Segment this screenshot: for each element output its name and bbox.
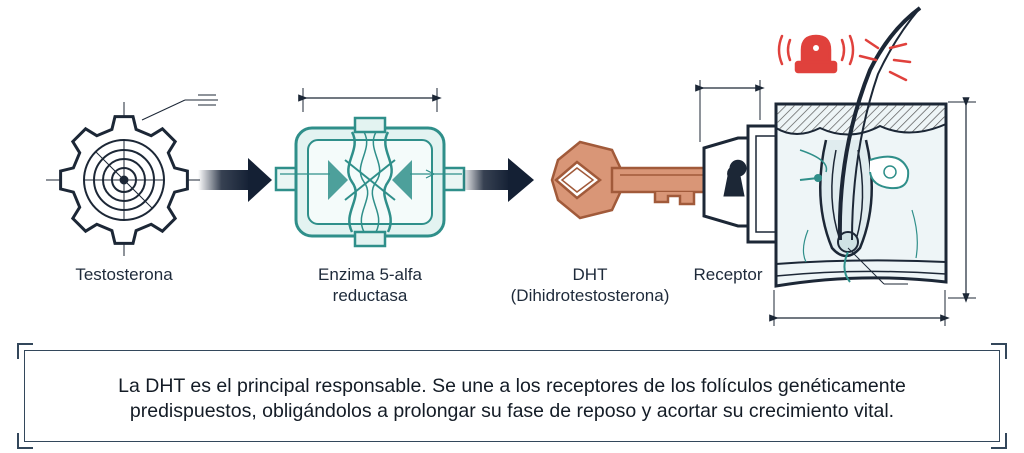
label-enzyme: Enzima 5-alfa reductasa bbox=[300, 264, 440, 306]
corner-ornament-tr bbox=[991, 343, 1007, 359]
label-dht-line2: (Dihidrotestosterona) bbox=[510, 286, 670, 305]
label-receptor: Receptor bbox=[693, 265, 763, 284]
flow-arrow-1 bbox=[198, 158, 272, 202]
caption-line-1: La DHT es el principal responsable. Se u… bbox=[118, 375, 906, 397]
alarm-icon bbox=[777, 34, 912, 82]
gear-icon bbox=[46, 94, 218, 256]
hair-follicle-icon bbox=[769, 6, 976, 326]
corner-ornament-tl bbox=[17, 343, 33, 359]
corner-ornament-bl bbox=[17, 433, 33, 449]
enzyme-icon bbox=[274, 88, 466, 248]
label-dht: DHT (Dihidrotestosterona) bbox=[492, 264, 688, 306]
key-icon bbox=[550, 140, 742, 220]
label-dht-line1: DHT bbox=[572, 265, 608, 284]
caption-line-2: predispuestos, obligándolos a prolongar … bbox=[129, 400, 895, 422]
label-testosterone: Testosterona bbox=[75, 265, 173, 284]
caption-text: La DHT es el principal responsable. Se u… bbox=[25, 374, 999, 424]
corner-ornament-br bbox=[991, 433, 1007, 449]
caption-box: La DHT es el principal responsable. Se u… bbox=[17, 343, 1007, 449]
label-enzyme-line2: reductasa bbox=[332, 286, 408, 305]
flow-arrow-2 bbox=[462, 158, 534, 202]
label-enzyme-line1: Enzima 5-alfa bbox=[318, 265, 422, 284]
